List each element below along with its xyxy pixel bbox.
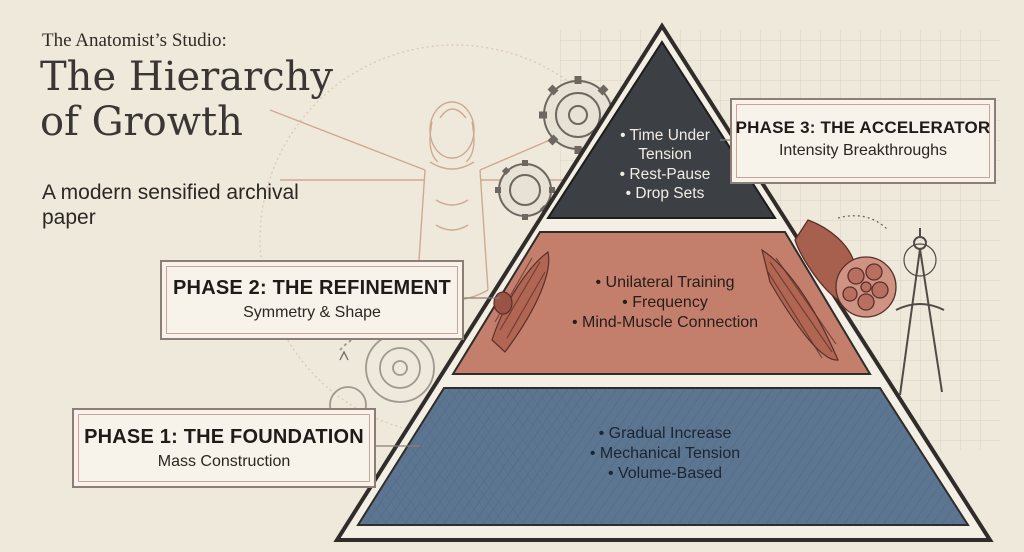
tier-3-item: Tension	[638, 146, 692, 164]
phase-2-title: PHASE 2: THE REFINEMENT	[173, 277, 451, 299]
phase-1-label-box: PHASE 1: THE FOUNDATION Mass Constructio…	[72, 408, 376, 488]
kicker-text: The Anatomist’s Studio:	[42, 30, 227, 51]
tier-3-list: • Time Under Tension • Rest-Pause • Drop…	[585, 126, 745, 204]
connector-lines	[339, 139, 730, 447]
pyramid-tier-2	[451, 231, 872, 375]
tier-2-item: • Frequency	[622, 294, 708, 311]
phase-3-subtitle: Intensity Breakthroughs	[778, 142, 948, 159]
phase-3-label-box: PHASE 3: THE ACCELERATOR Intensity Break…	[730, 98, 996, 184]
pyramid-tier-3	[546, 40, 777, 219]
tier-1-item: • Mechanical Tension	[589, 445, 741, 462]
tier-3-item: • Time Under	[620, 127, 710, 144]
page-title: The Hierarchy of Growth	[40, 54, 334, 146]
phase-2-subtitle: Symmetry & Shape	[243, 304, 381, 321]
tier-1-list: • Gradual Increase • Mechanical Tension …	[540, 424, 790, 484]
tier-3-item: • Drop Sets	[625, 185, 705, 203]
tier-3-item: • Rest-Pause	[619, 165, 711, 183]
tier-2-list: • Unilateral Training • Frequency • Mind…	[545, 273, 785, 333]
tier-1-item: • Gradual Increase	[598, 425, 732, 442]
page-subtitle: A modern sensified archival paper	[42, 181, 299, 230]
tier-1-crosshatch	[358, 388, 600, 525]
tier-2-item: • Mind-Muscle Connection	[571, 314, 759, 331]
tier-2-item: • Unilateral Training	[595, 274, 735, 291]
muscle-cross-section-icon	[794, 215, 897, 318]
compass-icon	[895, 228, 945, 396]
phase-1-subtitle: Mass Construction	[157, 453, 291, 470]
tier-1-item: • Volume-Based	[607, 465, 723, 482]
phase-1-title: PHASE 1: THE FOUNDATION	[84, 426, 364, 448]
muscle-sketch	[761, 248, 839, 361]
phase-2-label-box: PHASE 2: THE REFINEMENT Symmetry & Shape	[160, 260, 464, 340]
phase-3-title: PHASE 3: THE ACCELERATOR	[735, 118, 991, 137]
gear-icon	[495, 160, 555, 220]
